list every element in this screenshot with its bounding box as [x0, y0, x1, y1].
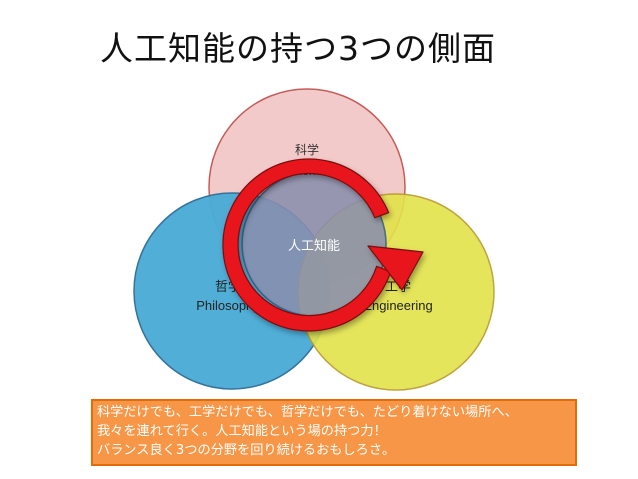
center-label: 人工知能	[288, 238, 340, 254]
caption-line-2: 我々を連れて行く。人工知能という場の持つ力！	[97, 424, 387, 439]
caption-line-1: 科学だけでも、工学だけでも、哲学だけでも、たどり着けない場所へ、	[97, 405, 518, 420]
caption-line-3: バランス良く3つの分野を回り続けるおもしろさ。	[97, 443, 396, 458]
science-label-jp: 科学	[295, 142, 319, 157]
cycle-arrow-head	[367, 245, 424, 291]
cycle-arrow-ring	[222, 158, 392, 332]
caption-box: 科学だけでも、工学だけでも、哲学だけでも、たどり着けない場所へ、 我々を連れて行…	[91, 399, 577, 466]
cycle-arrow	[222, 158, 424, 332]
engineering-label-en: Engineering	[363, 298, 432, 313]
slide-title: 人工知能の持つ3つの側面	[100, 29, 496, 68]
